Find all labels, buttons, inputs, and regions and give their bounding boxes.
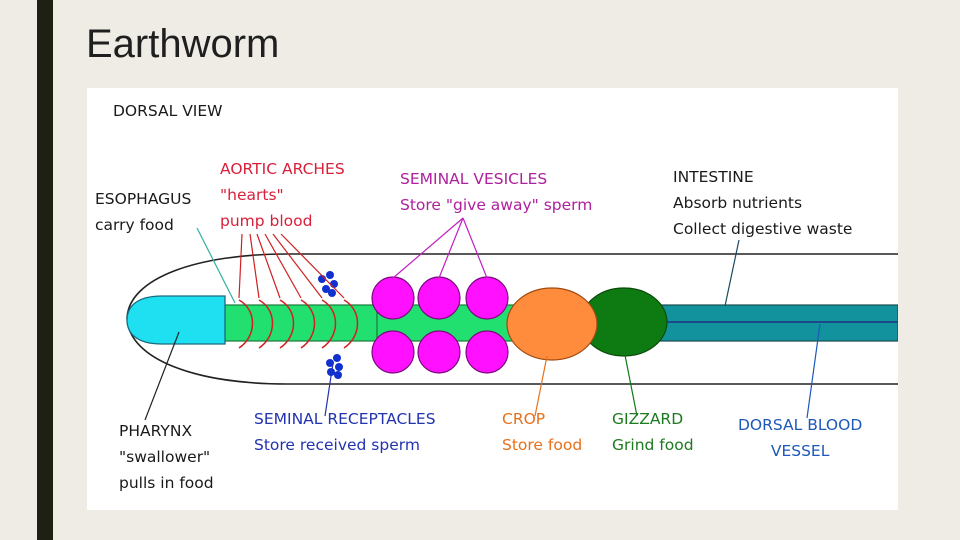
crop-label: CROP Store food [502, 406, 582, 458]
accent-bar [37, 0, 53, 540]
gizzard-label: GIZZARD Grind food [612, 406, 694, 458]
seminal-vesicles-desc: Store "give away" sperm [400, 196, 593, 214]
gizzard-leader [623, 349, 638, 417]
seminal-receptacles-name: SEMINAL RECEPTACLES [254, 410, 436, 428]
esophagus-label: ESOPHAGUS carry food [95, 186, 191, 238]
seminal-vesicles-lower-shape [371, 330, 509, 374]
intestine-desc1: Absorb nutrients [673, 194, 803, 212]
esophagus-name: ESOPHAGUS [95, 190, 192, 208]
dorsal-blood-vessel-name: DORSAL BLOOD [738, 416, 863, 434]
pharynx-desc: pulls in food [119, 474, 214, 492]
crop-name: CROP [502, 410, 546, 428]
crop-desc: Store food [502, 436, 583, 454]
intestine-leader [724, 239, 740, 307]
seminal-receptacles-leader [324, 362, 334, 417]
pharynx-line2: "swallower" [119, 448, 211, 466]
aortic-arches-desc: pump blood [220, 212, 313, 230]
crop-shape [506, 287, 598, 361]
dorsal-blood-vessel-line2: VESSEL [770, 442, 830, 460]
esophagus-leader [196, 227, 236, 304]
aortic-arches-shape [238, 299, 359, 349]
seminal-vesicles-name: SEMINAL VESICLES [400, 170, 548, 188]
earthworm-diagram: DORSAL VIEW ESOPHAGUS carry food AORTIC … [87, 88, 898, 510]
view-label: DORSAL VIEW [113, 102, 223, 120]
pharynx-leader [144, 331, 180, 421]
crop-leader [534, 355, 548, 417]
seminal-receptacles-label: SEMINAL RECEPTACLES Store received sperm [254, 406, 436, 458]
intestine-label: INTESTINE Absorb nutrients Collect diges… [673, 164, 852, 242]
seminal-vesicles-shape [371, 276, 509, 320]
pharynx-label: PHARYNX "swallower" pulls in food [119, 418, 214, 496]
aortic-arches-line2: "hearts" [220, 186, 284, 204]
intestine-name: INTESTINE [673, 168, 754, 186]
aortic-arches-label: AORTIC ARCHES "hearts" pump blood [220, 156, 345, 234]
gizzard-desc: Grind food [612, 436, 694, 454]
aortic-arches-leaders [238, 233, 345, 299]
slide-title: Earthworm [86, 22, 280, 66]
esophagus-shape [222, 304, 384, 342]
gizzard-name: GIZZARD [612, 410, 684, 428]
dorsal-blood-vessel-label: DORSAL BLOOD VESSEL [738, 412, 862, 464]
intestine-desc2: Collect digestive waste [673, 220, 853, 238]
seminal-vesicles-label: SEMINAL VESICLES Store "give away" sperm [400, 166, 592, 218]
dorsal-blood-vessel-leader [806, 323, 821, 419]
earthworm-illustration [126, 217, 898, 421]
pharynx-shape [126, 295, 226, 345]
seminal-vesicles-leaders [392, 217, 488, 279]
sperm-dots-lower [326, 354, 343, 379]
aortic-arches-name: AORTIC ARCHES [220, 160, 345, 178]
seminal-receptacles-desc: Store received sperm [254, 436, 420, 454]
esophagus-desc: carry food [95, 216, 174, 234]
pharynx-name: PHARYNX [119, 422, 193, 440]
